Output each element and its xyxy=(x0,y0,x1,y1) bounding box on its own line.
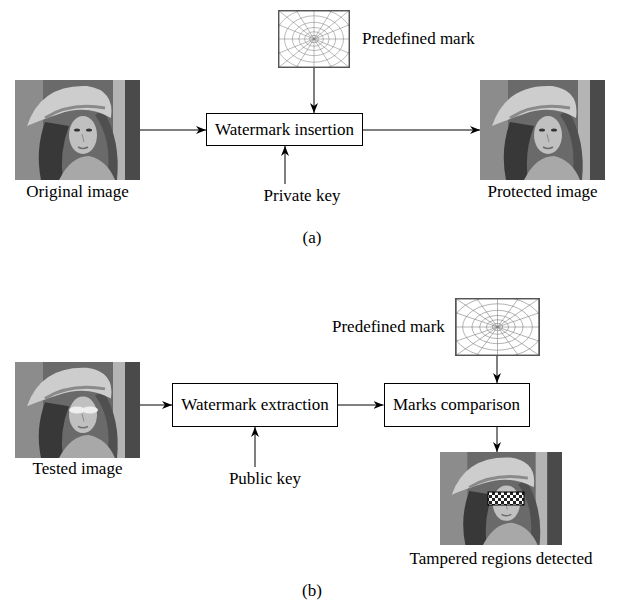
caption-text: Tested image xyxy=(33,459,123,479)
arrow-connector xyxy=(497,356,498,383)
arrow-connector xyxy=(338,405,384,406)
process-box: Marks comparison xyxy=(384,383,530,427)
arrow-connector xyxy=(140,405,172,406)
predefined-mark: Predefined mark xyxy=(332,298,540,356)
caption-text: Public key xyxy=(229,469,301,489)
mark-picture xyxy=(275,9,353,70)
tampered-image: Tampered regions detected xyxy=(409,452,594,569)
caption-text: Predefined mark xyxy=(362,29,475,49)
predefined-mark: Predefined mark xyxy=(278,10,477,68)
mark-picture xyxy=(452,297,544,358)
arrow-connector xyxy=(255,427,256,467)
detected-region xyxy=(488,492,524,505)
photo xyxy=(440,452,562,545)
box-label: Marks comparison xyxy=(393,395,520,415)
arrow-connector xyxy=(497,427,498,452)
caption-text: Protected image xyxy=(488,182,598,202)
photo xyxy=(480,80,605,180)
photo xyxy=(15,80,140,180)
arrow-connector xyxy=(140,130,206,131)
protected-image: Protected image xyxy=(480,80,605,202)
arrow-connector xyxy=(285,146,286,184)
process-box: Watermark insertion xyxy=(206,113,363,146)
original-image: Original image xyxy=(15,80,140,202)
caption-text: Original image xyxy=(26,182,128,202)
subfigure-label: (a) xyxy=(303,228,322,248)
key-label: Public key xyxy=(225,467,306,491)
tested-image: Tested image xyxy=(15,362,140,479)
key-label: Private key xyxy=(260,184,345,208)
tampered-patch xyxy=(69,407,98,414)
box-label: Watermark insertion xyxy=(215,120,354,140)
arrow-connector xyxy=(314,68,315,113)
caption-text: Private key xyxy=(264,186,341,206)
box-label: Watermark extraction xyxy=(181,395,328,415)
caption-text: Tampered regions detected xyxy=(410,549,593,569)
photo xyxy=(15,362,140,458)
subfigure-label: (b) xyxy=(302,581,322,601)
caption-text: Predefined mark xyxy=(332,317,445,337)
tampered-patch xyxy=(82,407,98,414)
process-box: Watermark extraction xyxy=(172,383,338,427)
arrow-connector xyxy=(363,130,480,131)
